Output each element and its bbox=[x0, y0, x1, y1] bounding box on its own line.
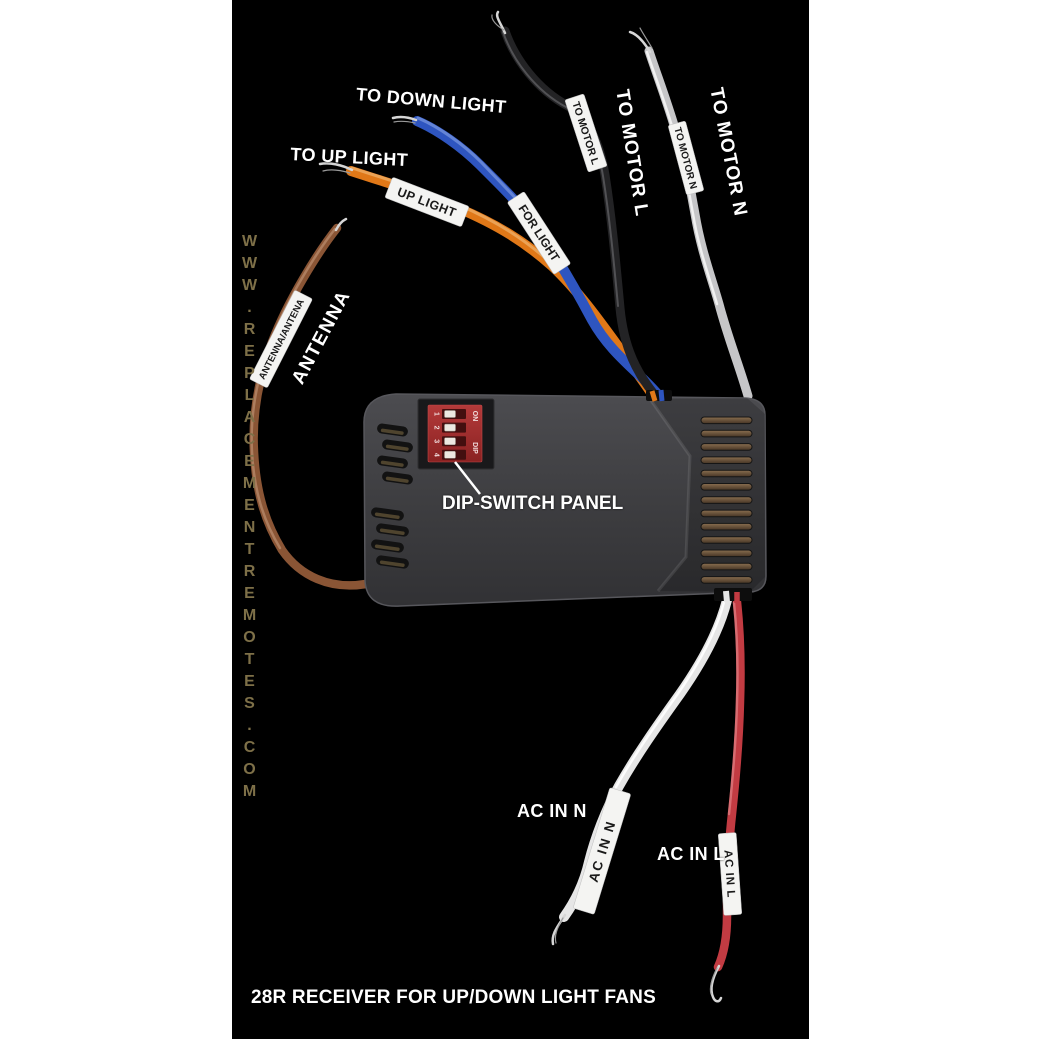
sleeve-ac-in-l-text: AC IN L bbox=[721, 849, 736, 898]
label-ac-in-n: AC IN N bbox=[517, 801, 587, 821]
wiring-illustration: UP LIGHT FOR LIGHT TO MOTOR L TO MOTOR N… bbox=[249, 10, 767, 1003]
antenna-wire-highlight bbox=[250, 227, 337, 550]
svg-text:2: 2 bbox=[433, 426, 440, 430]
motor-n-wire-tip bbox=[628, 30, 652, 54]
wire-exit-notch-bottom bbox=[714, 588, 752, 601]
ac-in-n-wire-tip bbox=[551, 913, 567, 946]
label-dip-switch-panel: DIP-SWITCH PANEL bbox=[442, 493, 624, 514]
bare-wire-strands bbox=[322, 14, 718, 995]
svg-text:3: 3 bbox=[433, 439, 440, 443]
white-stub bbox=[723, 590, 730, 603]
motor-n-wire bbox=[644, 46, 753, 401]
caption-text: 28R RECEIVER FOR UP/DOWN LIGHT FANS bbox=[251, 987, 656, 1008]
ac-in-l-wire-highlight bbox=[727, 601, 739, 816]
motor-l-wire bbox=[500, 26, 659, 399]
svg-text:4: 4 bbox=[433, 453, 440, 457]
receiver-box: 1 2 3 4 ON DIP bbox=[363, 389, 767, 607]
dip-switch-markings: 1 2 3 4 ON DIP bbox=[433, 411, 479, 457]
svg-text:1: 1 bbox=[433, 412, 440, 416]
ac-in-l-wire-tip bbox=[710, 964, 723, 1003]
receiver-facet-edge bbox=[648, 398, 692, 592]
right-vent-slats bbox=[700, 416, 753, 584]
product-photo: UP LIGHT FOR LIGHT TO MOTOR L TO MOTOR N… bbox=[232, 0, 809, 1039]
sleeve-ac-in-l: AC IN L bbox=[718, 832, 742, 916]
dip-switch-pointer-line bbox=[454, 461, 481, 495]
dip-switch-sliders bbox=[442, 409, 466, 460]
blue-stub bbox=[658, 389, 665, 402]
watermark-text: WWW.REPLACEMENTREMOTES.COM bbox=[241, 233, 258, 805]
left-vent-slots bbox=[371, 423, 413, 569]
sleeve-to-motor-n: TO MOTOR N bbox=[668, 121, 704, 195]
ac-in-l-wire bbox=[713, 597, 745, 972]
dip-switch: 1 2 3 4 ON DIP bbox=[417, 398, 495, 470]
dip-dip-label: DIP bbox=[471, 442, 478, 454]
orange-stub bbox=[649, 390, 658, 402]
antenna-wire-tip bbox=[334, 217, 348, 232]
ac-in-n-wire-highlight bbox=[614, 600, 726, 789]
sleeve-to-motor-l: TO MOTOR L bbox=[565, 94, 607, 172]
sleeve-up-light: UP LIGHT bbox=[385, 177, 469, 227]
up-light-wire-tip bbox=[318, 162, 354, 172]
bare-wire-tips bbox=[318, 10, 723, 1003]
dip-on-label: ON bbox=[471, 411, 478, 422]
down-light-wire-tip bbox=[391, 115, 418, 122]
label-ac-in-l: AC IN L bbox=[657, 844, 725, 864]
